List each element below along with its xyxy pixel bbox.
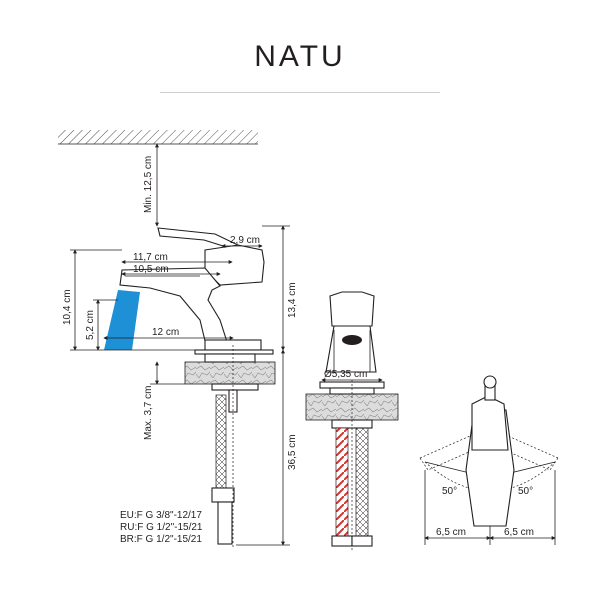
reach-label: 12 cm (152, 327, 179, 338)
max-thickness-label: Max. 3,7 cm (143, 386, 154, 440)
connection-br-label: BR:F G 1/2"-15/21 (120, 534, 202, 545)
product-title: NATU (254, 40, 346, 73)
side-view-dimensions (70, 143, 290, 546)
height-spout-label: 10,4 cm (62, 289, 73, 325)
min-ceiling-label: Min. 12,5 cm (143, 156, 154, 213)
angle-left-label: 50° (442, 486, 457, 497)
hose-length-label: 36,5 cm (287, 434, 298, 470)
height-total-label: 13,4 cm (287, 282, 298, 318)
offset-left-label: 6,5 cm (436, 527, 466, 538)
offset-right-label: 6,5 cm (504, 527, 534, 538)
connection-ru-label: RU:F G 1/2"-15/21 (120, 522, 203, 533)
spout-outer-label: 11,7 cm (133, 252, 168, 263)
ceiling-hatch (58, 130, 258, 145)
angle-right-label: 50° (518, 486, 533, 497)
water-stream (104, 290, 140, 350)
aerator-height-label: 5,2 cm (85, 310, 96, 340)
front-view-faucet (305, 291, 399, 550)
spout-inner-label: 10,5 cm (133, 264, 169, 275)
base-diameter-label: Ø5,35 cm (324, 369, 367, 380)
title-divider (160, 92, 440, 93)
handle-width-label: 2,9 cm (230, 235, 260, 246)
connection-eu-label: EU:F G 3/8"-12/17 (120, 510, 202, 521)
top-view-faucet (419, 375, 559, 545)
cold-hose (355, 427, 369, 537)
hot-hose (335, 427, 349, 537)
side-view-faucet (104, 227, 276, 548)
